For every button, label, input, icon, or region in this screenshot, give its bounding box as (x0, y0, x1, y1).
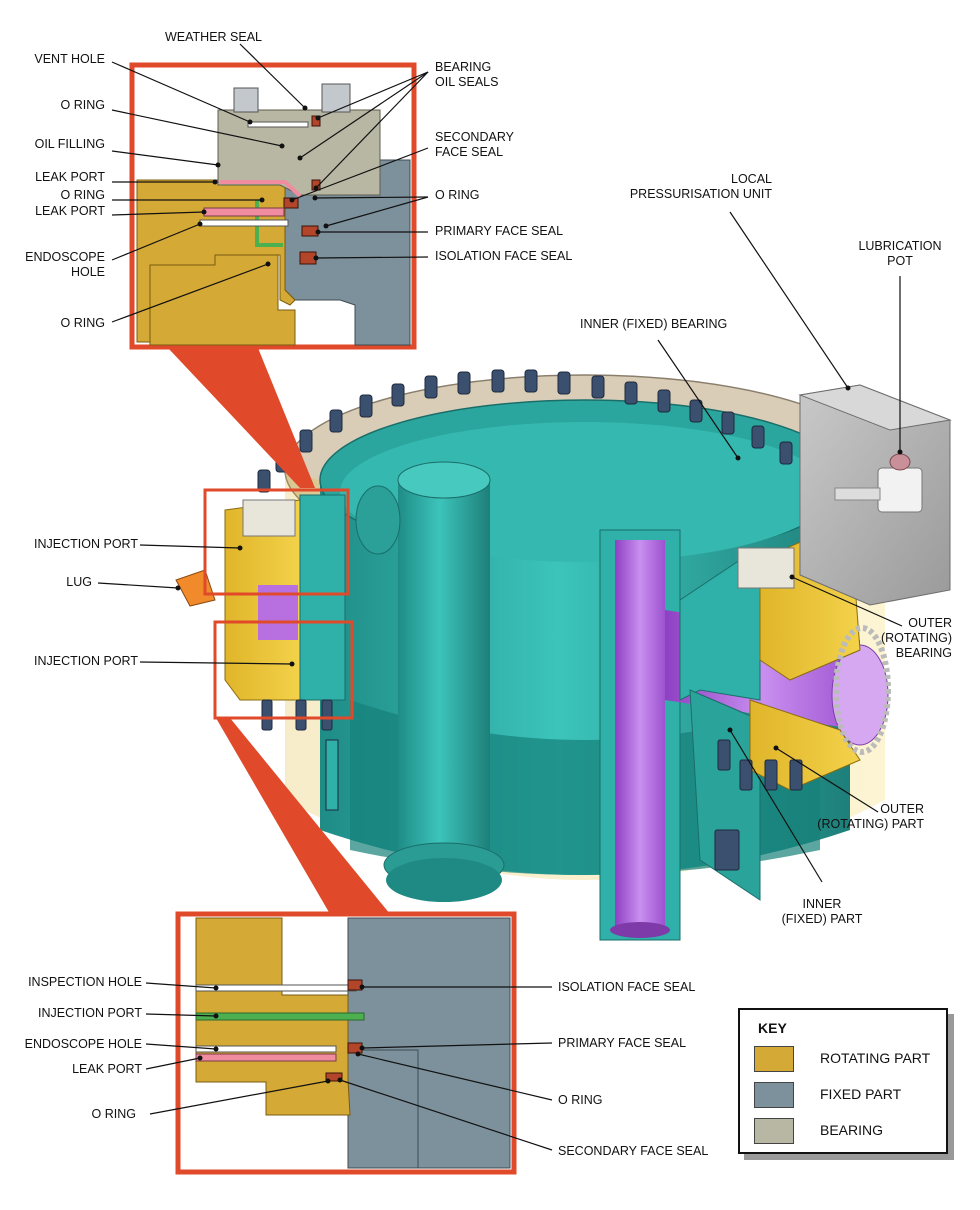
label-secondary-face-seal-1: SECONDARY (435, 130, 514, 144)
label-b-primary-face-seal: PRIMARY FACE SEAL (558, 1036, 687, 1050)
label-inner-fixed-part-2: (FIXED) PART (781, 912, 863, 926)
arrowheads (175, 105, 903, 1084)
legend-key: KEY ROTATING PART FIXED PART BEARING (738, 1008, 948, 1154)
label-vent-hole: VENT HOLE (34, 52, 105, 66)
label-leak-port-2: LEAK PORT (35, 204, 105, 218)
legend-swatch-fixed (754, 1082, 794, 1108)
label-primary-face-seal: PRIMARY FACE SEAL (435, 224, 564, 238)
label-o-ring-right: O RING (435, 188, 480, 202)
label-lug: LUG (66, 575, 92, 589)
legend-item-fixed: FIXED PART (754, 1082, 944, 1110)
legend-swatch-bearing (754, 1118, 794, 1144)
legend-item-bearing: BEARING (754, 1118, 944, 1146)
label-inner-fixed-part-1: INNER (802, 897, 842, 911)
label-lubrication-pot-2: POT (887, 254, 913, 268)
leader-lines (97, 43, 903, 1151)
top-inset (129, 62, 417, 350)
label-injection-port-2: INJECTION PORT (34, 654, 138, 668)
label-outer-rotating-bearing-1: OUTER (908, 616, 952, 630)
label-endoscope-hole-2: HOLE (70, 265, 105, 279)
label-lubrication-pot-1: LUBRICATION (858, 239, 942, 253)
label-leak-port-1: LEAK PORT (35, 170, 105, 184)
label-outer-rotating-bearing-3: BEARING (895, 646, 952, 660)
main-assembly (175, 369, 952, 941)
label-bearing-oil-seals-2: OIL SEALS (435, 75, 499, 89)
legend-swatch-rotating (754, 1046, 794, 1072)
legend-item-rotating: ROTATING PART (754, 1046, 944, 1074)
label-outer-rotating-part-1: OUTER (880, 802, 924, 816)
legend-label-fixed: FIXED PART (820, 1086, 902, 1102)
label-o-ring-top: O RING (60, 98, 105, 112)
label-b-secondary-face-seal: SECONDARY FACE SEAL (558, 1144, 709, 1158)
label-b-isolation-face-seal: ISOLATION FACE SEAL (558, 980, 696, 994)
label-injection-port-1: INJECTION PORT (34, 537, 138, 551)
label-local-pressurisation-2: PRESSURISATION UNIT (629, 187, 772, 201)
label-local-pressurisation-1: LOCAL (731, 172, 772, 186)
label-inner-fixed-bearing: INNER (FIXED) BEARING (580, 317, 728, 331)
label-bearing-oil-seals-1: BEARING (435, 60, 492, 74)
label-outer-rotating-bearing-2: (ROTATING) (880, 631, 952, 645)
label-isolation-face-seal: ISOLATION FACE SEAL (435, 249, 573, 263)
label-b-inspection-hole: INSPECTION HOLE (28, 975, 142, 989)
callout-wedges (168, 348, 390, 914)
label-o-ring-3: O RING (60, 316, 105, 330)
legend-title: KEY (758, 1020, 787, 1036)
label-outer-rotating-part-2: (ROTATING) PART (817, 817, 924, 831)
label-secondary-face-seal-2: FACE SEAL (435, 145, 504, 159)
label-oil-filling: OIL FILLING (34, 137, 105, 151)
label-b-endoscope-hole: ENDOSCOPE HOLE (24, 1037, 142, 1051)
label-endoscope-hole-1: ENDOSCOPE (25, 250, 105, 264)
legend-label-bearing: BEARING (820, 1122, 884, 1138)
label-b-o-ring: O RING (91, 1107, 136, 1121)
callout-frames (203, 488, 354, 720)
label-b-leak-port: LEAK PORT (72, 1062, 142, 1076)
bottom-inset (175, 911, 517, 1175)
legend-label-rotating: ROTATING PART (820, 1050, 931, 1066)
label-o-ring-2: O RING (60, 188, 105, 202)
label-weather-seal: WEATHER SEAL (165, 30, 263, 44)
label-b-injection-port: INJECTION PORT (38, 1006, 142, 1020)
label-b-o-ring-right: O RING (558, 1093, 603, 1107)
